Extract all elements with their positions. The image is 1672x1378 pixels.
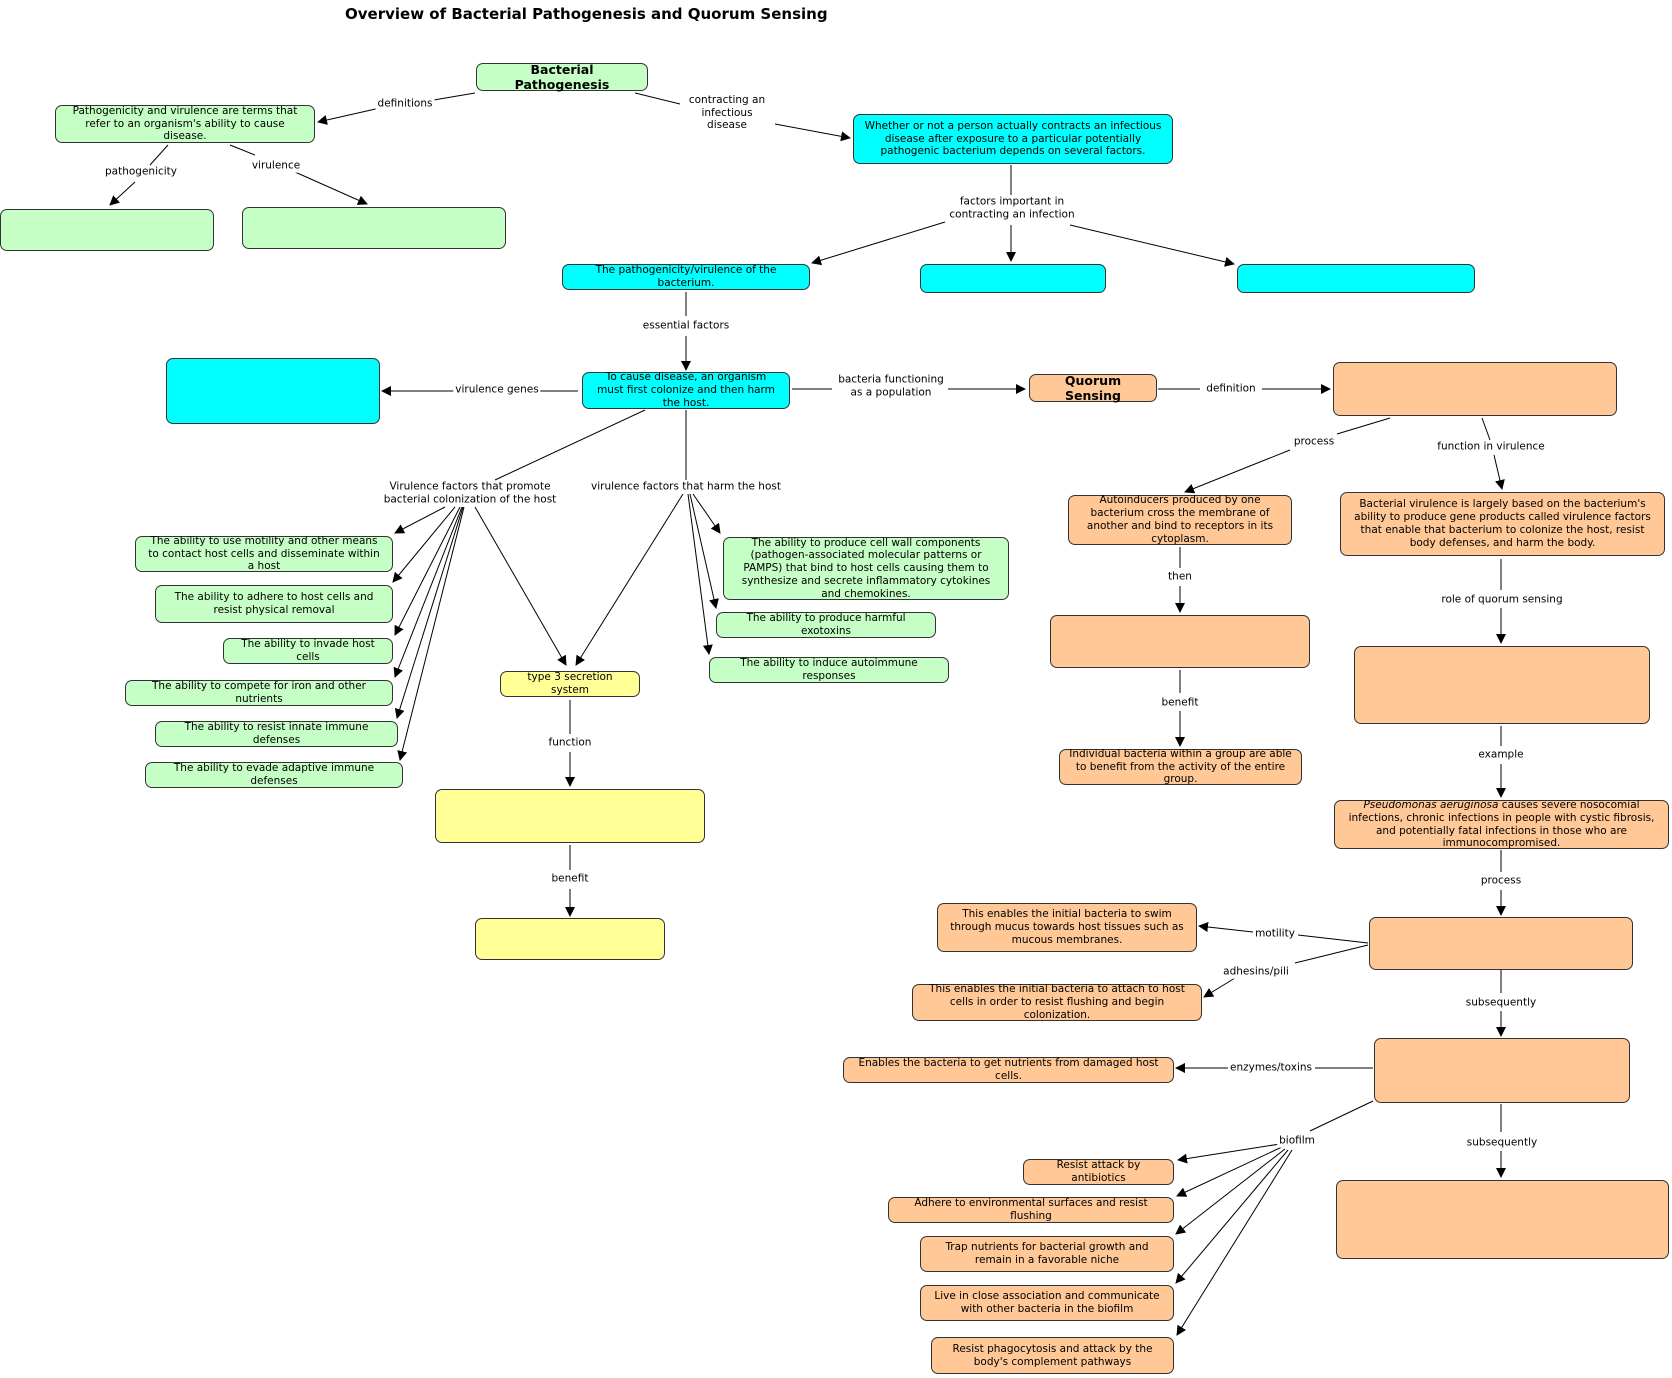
node-colonization-adhere[interactable]: The ability to adhere to host cells and …: [155, 585, 393, 623]
node-role-qs-blank[interactable]: [1354, 646, 1650, 724]
link-label-pathogenicity: pathogenicity: [102, 165, 180, 179]
link-label-colonization-factors: Virulence factors that promote bacterial…: [363, 480, 577, 506]
link-label-role-qs: role of quorum sensing: [1439, 593, 1565, 607]
link-label-motility: motility: [1253, 927, 1297, 941]
node-individual-benefit[interactable]: Individual bacteria within a group are a…: [1059, 748, 1302, 785]
link-label-factors-important: factors important in contracting an infe…: [945, 195, 1079, 221]
link-label-bacteria-functioning: bacteria functioning as a population: [834, 373, 948, 399]
node-colonization-motility[interactable]: The ability to use motility and other me…: [135, 535, 393, 572]
link-label-example: example: [1476, 748, 1526, 762]
node-factor-3-blank[interactable]: [1237, 264, 1475, 293]
node-colonization-invade[interactable]: The ability to invade host cells: [223, 638, 393, 664]
node-colonization-innate[interactable]: The ability to resist innate immune defe…: [155, 721, 398, 747]
node-pathogenicity-virulence-definition[interactable]: Pathogenicity and virulence are terms th…: [55, 105, 315, 143]
link-label-adhesins: adhesins/pili: [1221, 965, 1291, 979]
node-t3ss-function-blank[interactable]: [435, 789, 705, 843]
node-biofilm-live[interactable]: Live in close association and communicat…: [920, 1285, 1174, 1321]
node-quorum-sensing[interactable]: Quorum Sensing: [1029, 373, 1157, 403]
node-bacterial-virulence[interactable]: Bacterial virulence is largely based on …: [1340, 492, 1665, 556]
pseudomonas-species-name: Pseudomonas aeruginosa: [1363, 798, 1499, 811]
link-label-harm-factors: virulence factors that harm the host: [589, 480, 783, 494]
link-label-enzymes: enzymes/toxins: [1227, 1061, 1315, 1075]
node-process-blank[interactable]: [1369, 917, 1633, 970]
node-virulence-genes-blank[interactable]: [166, 358, 380, 424]
link-label-colonization-factors-text: Virulence factors that promote bacterial…: [383, 480, 557, 505]
node-virulence-blank[interactable]: [242, 207, 506, 249]
link-label-benefit-1: benefit: [549, 872, 591, 886]
link-label-benefit-2: benefit: [1159, 696, 1201, 710]
link-label-definitions: definitions: [375, 97, 435, 111]
node-swim-mucus[interactable]: This enables the initial bacteria to swi…: [937, 903, 1197, 952]
link-label-process-1: process: [1291, 435, 1337, 449]
node-autoinducers[interactable]: Autoinducers produced by one bacterium c…: [1068, 494, 1292, 545]
node-whether-contract[interactable]: Whether or not a person actually contrac…: [853, 114, 1173, 164]
link-label-factors-important-text: factors important in contracting an infe…: [949, 195, 1075, 220]
node-t3ss-benefit-blank[interactable]: [475, 918, 665, 960]
node-qs-definition-blank[interactable]: [1333, 362, 1617, 416]
node-factor-2-blank[interactable]: [920, 264, 1106, 293]
link-label-subsequently-2: subsequently: [1464, 1136, 1540, 1150]
node-harm-autoimmune[interactable]: The ability to induce autoimmune respons…: [709, 657, 949, 683]
node-biofilm-antibiotics[interactable]: Resist attack by antibiotics: [1023, 1159, 1174, 1185]
node-bacterial-pathogenesis[interactable]: Bacterial Pathogenesis: [476, 62, 648, 92]
node-colonization-compete[interactable]: The ability to compete for iron and othe…: [125, 680, 393, 706]
link-label-subsequently-1: subsequently: [1463, 996, 1539, 1010]
pseudomonas-text: Pseudomonas aeruginosa causes severe nos…: [1343, 799, 1660, 850]
node-to-cause-disease[interactable]: To cause disease, an organism must first…: [582, 371, 790, 409]
link-label-virulence: virulence: [249, 159, 303, 173]
link-label-virulence-genes: virulence genes: [453, 383, 541, 397]
node-subsequently-2-blank[interactable]: [1336, 1180, 1669, 1259]
link-label-contracting-text: contracting an infectious disease: [688, 94, 766, 132]
link-label-biofilm: biofilm: [1277, 1134, 1317, 1148]
node-nutrients-damaged[interactable]: Enables the bacteria to get nutrients fr…: [843, 1057, 1174, 1083]
node-attach-host[interactable]: This enables the initial bacteria to att…: [912, 983, 1202, 1021]
node-type-3-secretion-system[interactable]: type 3 secretion system: [500, 671, 640, 697]
node-colonization-adaptive[interactable]: The ability to evade adaptive immune def…: [145, 762, 403, 788]
link-label-contracting: contracting an infectious disease: [680, 94, 774, 132]
node-subsequently-1-blank[interactable]: [1374, 1038, 1630, 1103]
node-pathogenicity-blank[interactable]: [0, 209, 214, 251]
page-title: Overview of Bacterial Pathogenesis and Q…: [345, 5, 828, 23]
link-label-definition: definition: [1204, 382, 1258, 396]
node-biofilm-adhere[interactable]: Adhere to environmental surfaces and res…: [888, 1197, 1174, 1223]
link-label-function: function: [546, 736, 594, 750]
pseudomonas-description: causes severe nosocomial infections, chr…: [1348, 798, 1655, 850]
node-biofilm-phagocytosis[interactable]: Resist phagocytosis and attack by the bo…: [931, 1337, 1174, 1374]
link-label-essential-factors: essential factors: [640, 319, 732, 333]
link-label-process-2: process: [1478, 874, 1524, 888]
link-label-bacteria-functioning-text: bacteria functioning as a population: [838, 373, 944, 398]
link-label-function-in-virulence: function in virulence: [1435, 440, 1547, 454]
node-pathogenicity-of-bacterium[interactable]: The pathogenicity/virulence of the bacte…: [562, 264, 810, 290]
link-label-then: then: [1166, 570, 1194, 584]
node-harm-exotoxins[interactable]: The ability to produce harmful exotoxins: [716, 612, 936, 638]
node-pseudomonas[interactable]: Pseudomonas aeruginosa causes severe nos…: [1334, 799, 1669, 850]
node-harm-pamps[interactable]: The ability to produce cell wall compone…: [723, 537, 1009, 600]
node-then-blank[interactable]: [1050, 615, 1310, 668]
node-biofilm-trap[interactable]: Trap nutrients for bacterial growth and …: [920, 1236, 1174, 1272]
